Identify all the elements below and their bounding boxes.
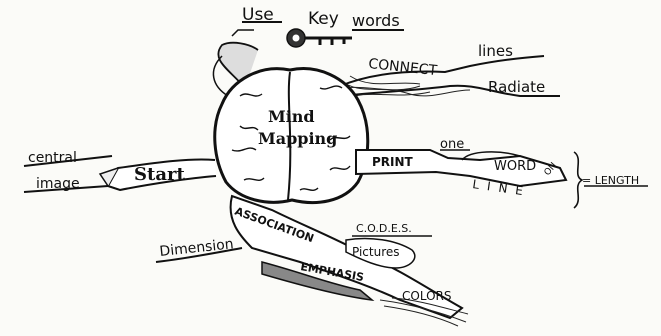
lines-label: lines: [478, 42, 513, 60]
length-label: = LENGTH: [582, 174, 639, 187]
word-label: WORD: [494, 159, 536, 174]
central-label: central: [28, 150, 77, 166]
print-label: PRINT: [372, 155, 414, 169]
pictures-label: Pictures: [352, 245, 400, 259]
use-label: Use: [242, 5, 274, 25]
image-label: image: [36, 176, 80, 192]
center-line1: Mind: [268, 107, 315, 126]
key-label: Key: [308, 9, 339, 29]
one-label: one: [440, 137, 464, 152]
words-label: words: [352, 11, 400, 30]
colors-label: COLORS: [402, 289, 451, 303]
center-line2: Mapping: [258, 129, 337, 148]
start-label: Start: [134, 164, 185, 185]
radiate-label: Radiate: [488, 78, 545, 96]
codes-label: C.O.D.E.S.: [356, 222, 412, 235]
